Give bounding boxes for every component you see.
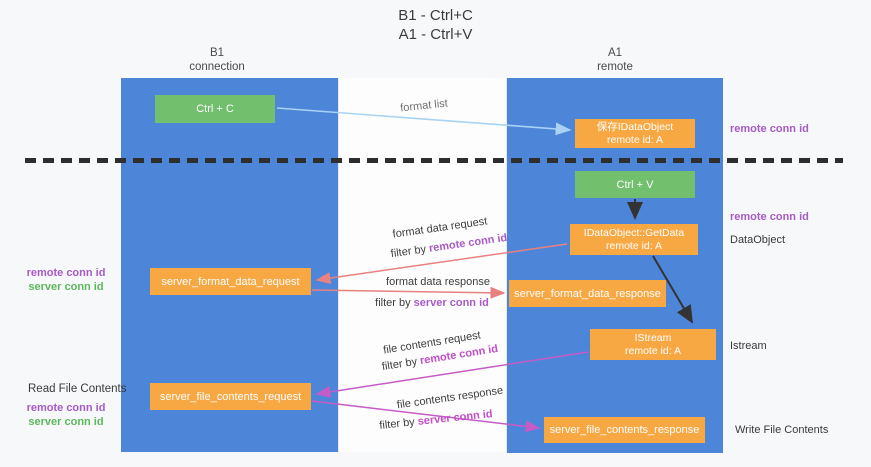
node-format-response-label: server_format_data_response xyxy=(514,287,661,300)
label-server-conn-id-mid-left: server conn id xyxy=(28,281,104,293)
node-getdata-line2: remote id: A xyxy=(605,239,663,252)
node-save-idataobject-line2: remote id: A xyxy=(606,133,664,146)
server-conn-id-ref: server conn id xyxy=(413,297,489,309)
node-istream: IStream remote id: A xyxy=(590,329,716,360)
label-read-file-contents: Read File Contents xyxy=(28,383,127,395)
node-idataobject-getdata: IDataObject::GetData remote id: A xyxy=(570,224,698,255)
lane-b1-role: connection xyxy=(189,61,245,73)
label-server-conn-id-bottom-left: server conn id xyxy=(28,416,104,428)
label-conn-ids-mid-left: remote conn id server conn id xyxy=(18,266,114,294)
lane-a1-name: A1 xyxy=(607,47,623,59)
node-file-response-label: server_file_contents_response xyxy=(549,424,700,436)
file-response-arrow xyxy=(311,400,541,433)
format-list-arrow xyxy=(276,107,572,136)
format-request-arrow xyxy=(315,243,568,285)
filter-prefix: filter by xyxy=(375,297,414,309)
node-file-request-label: server_file_contents_request xyxy=(159,390,302,403)
lane-header-b1: B1 connection xyxy=(117,46,317,74)
node-ctrl-v: Ctrl + V xyxy=(575,171,695,198)
lane-b1-name: B1 xyxy=(209,47,225,59)
annotation-format-data-response: format data response xyxy=(386,276,490,288)
label-conn-ids-bottom-left: remote conn id server conn id xyxy=(18,401,114,429)
page-title: B1 - Ctrl+C A1 - Ctrl+V xyxy=(0,6,871,44)
node-server-format-data-request: server_format_data_request xyxy=(150,268,311,295)
label-write-file-contents: Write File Contents xyxy=(735,424,829,436)
getdata-to-istream-arrow xyxy=(652,255,694,324)
node-istream-line1: IStream xyxy=(634,331,672,344)
node-ctrl-c-label: Ctrl + C xyxy=(196,103,234,115)
title-line-1: B1 - Ctrl+C xyxy=(398,7,473,24)
label-istream: Istream xyxy=(730,340,767,352)
label-remote-conn-id-bottom-left: remote conn id xyxy=(26,402,106,414)
node-istream-line2: remote id: A xyxy=(624,344,682,357)
lane-a1-role: remote xyxy=(597,61,633,73)
label-dataobject: DataObject xyxy=(730,234,786,246)
node-server-file-contents-request: server_file_contents_request xyxy=(150,383,311,410)
label-remote-conn-id-mid-left: remote conn id xyxy=(26,267,106,279)
lane-header-a1: A1 remote xyxy=(515,46,715,74)
node-format-request-label: server_format_data_request xyxy=(161,275,300,288)
node-getdata-line1: IDataObject::GetData xyxy=(583,226,685,239)
label-remote-conn-id-top-right: remote conn id xyxy=(730,123,809,135)
node-save-idataobject: 保存IDataObject remote id: A xyxy=(575,119,695,148)
annotation-format-response-filter: filter by server conn id xyxy=(370,297,494,309)
node-server-format-data-response: server_format_data_response xyxy=(509,280,666,307)
title-line-2: A1 - Ctrl+V xyxy=(398,26,473,43)
label-remote-conn-id-mid-right: remote conn id xyxy=(730,211,809,223)
file-request-arrow xyxy=(315,351,589,398)
node-server-file-contents-response: server_file_contents_response xyxy=(544,417,705,443)
node-save-idataobject-line1: 保存IDataObject xyxy=(596,120,674,133)
node-ctrl-v-label: Ctrl + V xyxy=(616,178,654,191)
format-response-arrow xyxy=(311,286,506,299)
node-ctrl-c: Ctrl + C xyxy=(155,95,275,123)
session-separator-dashed-line xyxy=(25,158,843,163)
